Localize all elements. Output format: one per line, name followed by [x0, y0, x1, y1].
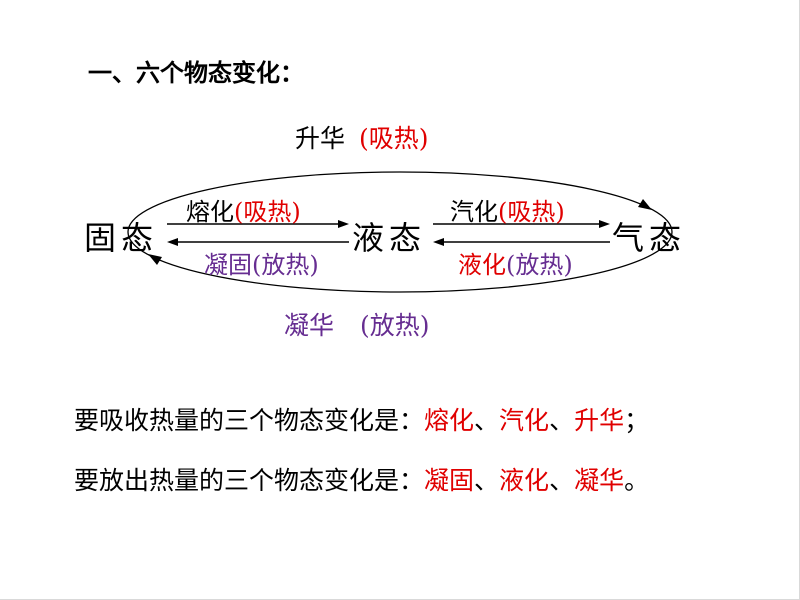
melting-heat: (吸热) [234, 198, 301, 226]
sublimation-label: 升华 (吸热) [295, 119, 429, 155]
solidification-arrow [167, 238, 349, 246]
sublimation-heat: (吸热) [359, 124, 429, 153]
vaporization-label: 汽化(吸热) [450, 192, 565, 227]
liquefaction-name: 液化 [458, 251, 506, 279]
melting-arrow [167, 220, 349, 228]
solidification-name: 凝固 [204, 251, 252, 279]
liquefaction-heat: (放热) [506, 251, 573, 279]
absorb-item-vaporization: 汽化 [499, 406, 550, 435]
deposition-heat: (放热) [360, 311, 430, 340]
sublimation-arrowhead [638, 199, 652, 210]
phase-cycle-arrows [127, 171, 673, 293]
absorb-separator-2: 、 [549, 406, 575, 435]
deposition-name: 凝华 [284, 311, 335, 340]
absorb-prefix: 要吸收热量的三个物态变化是： [74, 406, 425, 435]
release-separator-1: 、 [474, 466, 500, 495]
absorb-separator-1: 、 [474, 406, 500, 435]
cycle-ellipse [127, 171, 673, 293]
release-item-liquefaction: 液化 [499, 466, 550, 495]
state-gas: 气态 [612, 219, 687, 257]
release-separator-2: 、 [549, 466, 575, 495]
sublimation-name: 升华 [295, 124, 346, 153]
liquefaction-arrow [433, 238, 610, 246]
release-item-deposition: 凝华 [574, 466, 625, 495]
absorb-suffix: ； [624, 406, 650, 435]
vaporization-name: 汽化 [450, 198, 498, 226]
state-liquid: 液态 [352, 219, 427, 257]
release-prefix: 要放出热量的三个物态变化是： [74, 466, 425, 495]
page-title: 一、六个物态变化： [88, 58, 304, 87]
vaporization-heat: (吸热) [498, 198, 565, 226]
absorb-item-sublimation: 升华 [574, 406, 625, 435]
state-solid: 固态 [84, 219, 159, 257]
melting-label: 熔化(吸热) [186, 192, 301, 227]
liquefaction-label: 液化(放热) [458, 245, 573, 280]
release-suffix: 。 [624, 466, 650, 495]
absorb-item-melting: 熔化 [424, 406, 475, 435]
release-item-solidification: 凝固 [424, 466, 475, 495]
summary-absorb-line: 要吸收热量的三个物态变化是：熔化、汽化、升华； [74, 401, 649, 437]
summary-release-line: 要放出热量的三个物态变化是：凝固、液化、凝华。 [74, 461, 649, 497]
deposition-arrowhead [148, 254, 162, 265]
deposition-label: 凝华 (放热) [284, 306, 430, 342]
solidification-label: 凝固(放热) [204, 245, 319, 280]
solidification-heat: (放热) [252, 251, 319, 279]
vaporization-arrow [433, 220, 610, 228]
melting-name: 熔化 [186, 198, 234, 226]
